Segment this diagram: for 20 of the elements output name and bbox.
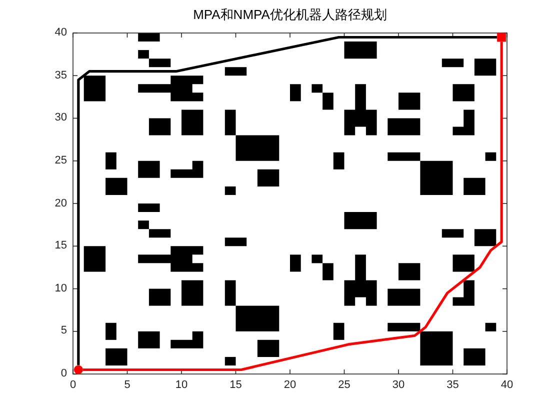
start-marker — [74, 365, 83, 374]
y-tick-label: 30 — [54, 112, 67, 124]
x-tick-label: 35 — [446, 380, 459, 391]
x-tick-label: 15 — [230, 380, 242, 391]
y-tick-label: 20 — [54, 198, 67, 209]
x-tick-label: 40 — [500, 380, 514, 391]
y-tick-label: 15 — [54, 240, 67, 252]
y-tick-label: 0 — [60, 368, 67, 380]
y-tick-label: 35 — [54, 70, 67, 82]
x-tick-label: 10 — [175, 380, 188, 391]
y-tick-label: 25 — [54, 155, 67, 166]
y-tick-label: 10 — [54, 283, 67, 294]
x-tick-label: 20 — [284, 380, 296, 391]
x-tick-label: 5 — [124, 380, 130, 391]
x-tick-label: 0 — [70, 380, 76, 391]
y-tick-label: 5 — [60, 326, 67, 337]
x-tick-label: 30 — [392, 380, 405, 391]
chart-title: MPA和NMPA优化机器人路径规划 — [193, 8, 387, 22]
y-tick-label: 40 — [54, 28, 67, 38]
x-tick-label: 25 — [338, 380, 350, 391]
